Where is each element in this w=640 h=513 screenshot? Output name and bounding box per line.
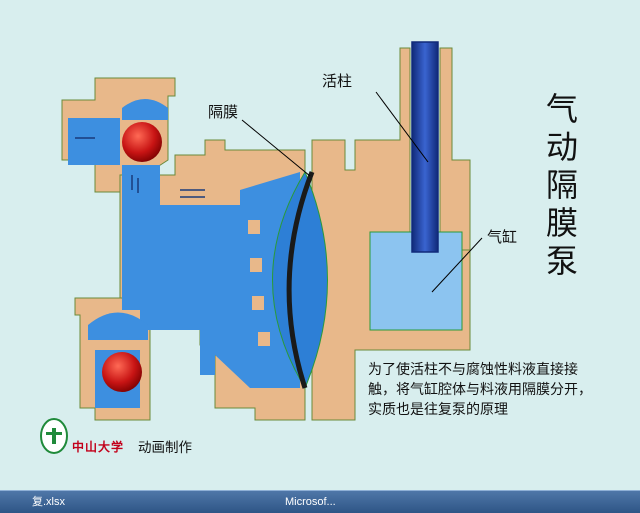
caption-text: 为了使活柱不与腐蚀性料液直接接触，将气缸腔体与料液用隔膜分开，实质也是往复泵的原…: [368, 362, 592, 418]
cylinder-label: 气缸: [487, 228, 518, 246]
cylinder-leader: [431, 237, 483, 293]
credit-text: 动画制作: [138, 440, 192, 456]
liquid: [68, 99, 300, 408]
piston-rod: [411, 41, 439, 253]
title-char: 膜: [545, 204, 578, 242]
diaphragm-label: 隔膜: [208, 103, 239, 121]
taskbar-item-microsoft[interactable]: Microsof...: [285, 496, 336, 508]
flow-marks: [75, 137, 205, 198]
piston-label: 活柱: [322, 72, 353, 90]
diagram-title: 气 动 隔 膜 泵: [540, 90, 584, 280]
title-char: 气: [545, 90, 578, 128]
lower-check-ball: [102, 352, 142, 392]
taskbar-item-excel[interactable]: 复.xlsx: [32, 496, 65, 508]
diaphragm-leader: [241, 119, 311, 177]
taskbar: 复.xlsx Microsof...: [0, 490, 640, 513]
diaphragm-membrane: [286, 171, 315, 389]
title-char: 动: [545, 128, 578, 166]
upper-check-ball: [122, 122, 162, 162]
title-char: 隔: [545, 166, 578, 204]
chamber-ribs: [248, 220, 270, 346]
logo-text: 中山大学: [72, 440, 125, 454]
title-char: 泵: [545, 242, 578, 280]
piston-leader: [375, 91, 429, 163]
university-logo: [40, 418, 68, 454]
pump-diagram: [40, 41, 483, 454]
